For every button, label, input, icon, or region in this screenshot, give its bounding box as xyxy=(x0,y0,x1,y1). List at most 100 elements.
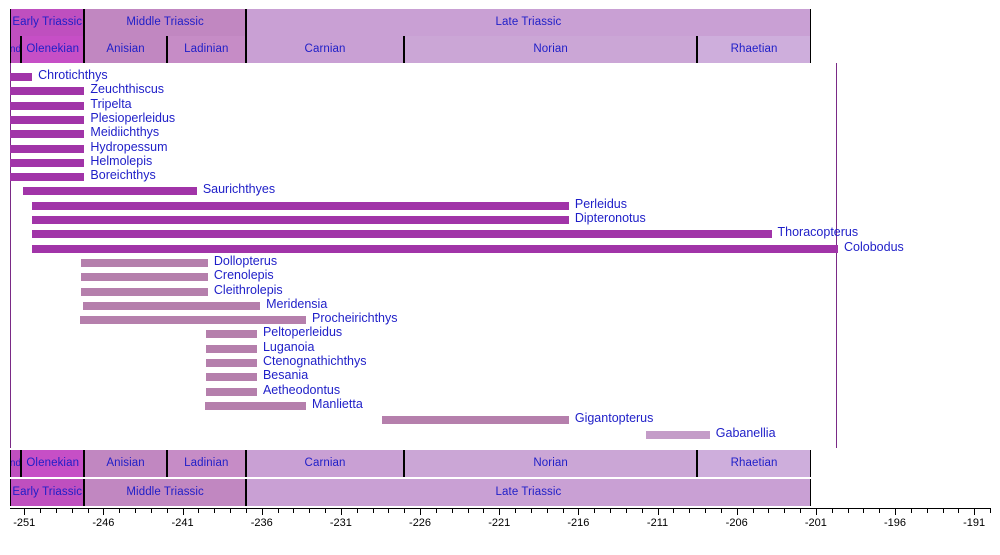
epoch-cell-middletriassic[interactable]: Middle Triassic xyxy=(84,479,246,506)
axis-tick-major xyxy=(340,508,342,515)
range-bar[interactable] xyxy=(206,387,257,396)
taxon-label: Manlietta xyxy=(312,396,363,411)
stage-cell-carnian[interactable]: Carnian xyxy=(245,36,405,63)
range-row[interactable]: Gabanellia xyxy=(0,426,1000,442)
range-bar[interactable] xyxy=(32,244,838,253)
axis-tick-minor xyxy=(150,508,152,513)
taxon-label: Gigantopterus xyxy=(574,411,654,426)
axis-tick-label: -246 xyxy=(92,517,115,529)
epoch-cell-earlytriassic[interactable]: Early Triassic xyxy=(10,479,85,506)
range-row[interactable]: Aetheodontus xyxy=(0,383,1000,399)
epoch-cell-earlytriassic[interactable]: Early Triassic xyxy=(10,9,85,36)
range-row[interactable]: Procheirichthys xyxy=(0,311,1000,327)
axis-tick-label: -221 xyxy=(488,517,511,529)
stage-cell-carnian[interactable]: Carnian xyxy=(245,450,405,477)
taxon-label: Helmolepis xyxy=(90,153,153,168)
range-row[interactable]: Peltoperleidus xyxy=(0,325,1000,341)
axis-tick-minor xyxy=(800,508,802,513)
axis-tick-major xyxy=(578,508,580,515)
axis-tick-minor xyxy=(245,508,247,513)
stage-cell-rhaetian[interactable]: Rhaetian xyxy=(697,450,812,477)
stage-cell-ladinian[interactable]: Ladinian xyxy=(166,36,246,63)
range-bar[interactable] xyxy=(646,430,710,439)
range-row[interactable]: Tripelta xyxy=(0,96,1000,113)
epoch-cell-latetriassic[interactable]: Late Triassic xyxy=(245,9,812,36)
range-bar[interactable] xyxy=(32,201,569,210)
epoch-cell-middletriassic[interactable]: Middle Triassic xyxy=(84,9,246,36)
range-bar[interactable] xyxy=(206,373,257,382)
stage-cell-anisian[interactable]: Anisian xyxy=(84,450,167,477)
range-bar[interactable] xyxy=(32,216,569,224)
range-bar[interactable] xyxy=(10,115,85,124)
axis-tick-major xyxy=(261,508,263,515)
taxon-label: Tripelta xyxy=(90,96,132,111)
taxon-label: Saurichthyes xyxy=(202,182,276,197)
stage-cell-rhaetian[interactable]: Rhaetian xyxy=(697,36,812,63)
range-row[interactable]: Besania xyxy=(0,368,1000,384)
range-bar[interactable] xyxy=(10,87,85,96)
range-row[interactable]: Dipteronotus xyxy=(0,211,1000,227)
stage-cell-ladinian[interactable]: Ladinian xyxy=(166,450,246,477)
range-row[interactable]: Meridensia xyxy=(0,297,1000,313)
range-row[interactable]: Dollopterus xyxy=(0,254,1000,270)
range-row[interactable]: Cleithrolepis xyxy=(0,283,1000,299)
range-row[interactable]: Thoracopterus xyxy=(0,225,1000,241)
range-bar[interactable] xyxy=(10,130,85,139)
range-row[interactable]: Chrotichthys xyxy=(0,68,1000,84)
stage-cell-olenekian[interactable]: Olenekian xyxy=(21,36,85,63)
range-row[interactable]: Saurichthyes xyxy=(0,182,1000,198)
stage-cell-olenekian[interactable]: Olenekian xyxy=(21,450,85,477)
range-row[interactable]: Meidiichthys xyxy=(0,125,1000,141)
epoch-cell-label: Early Triassic xyxy=(12,485,83,498)
range-bar[interactable] xyxy=(82,301,261,310)
range-bar[interactable] xyxy=(206,359,257,367)
stage-cell-label: Carnian xyxy=(304,456,346,469)
range-row[interactable]: Colobodus xyxy=(0,240,1000,256)
range-bar[interactable] xyxy=(10,173,85,182)
range-row[interactable]: Helmolepis xyxy=(0,153,1000,170)
axis-tick-label: -216 xyxy=(567,517,590,529)
range-bar[interactable] xyxy=(10,158,85,167)
stage-cell-norian[interactable]: Norian xyxy=(404,450,698,477)
range-bar[interactable] xyxy=(206,330,257,339)
range-row[interactable]: Crenolepis xyxy=(0,268,1000,284)
range-row[interactable]: Hydropessum xyxy=(0,140,1000,156)
range-row[interactable]: Plesioperleidus xyxy=(0,110,1000,127)
stage-cell-anisian[interactable]: Anisian xyxy=(84,36,167,63)
axis-tick-minor xyxy=(958,508,960,513)
range-bar[interactable] xyxy=(81,287,208,296)
axis-tick-minor xyxy=(309,508,311,513)
epoch-cell-latetriassic[interactable]: Late Triassic xyxy=(245,479,812,506)
range-bar[interactable] xyxy=(81,273,208,282)
taxon-label: Ctenognathichthys xyxy=(262,354,367,368)
axis-tick-major xyxy=(420,508,422,515)
range-bar[interactable] xyxy=(10,101,85,110)
stage-cell-ind[interactable]: Ind. xyxy=(10,36,22,63)
range-bar[interactable] xyxy=(204,401,307,410)
stage-cell-norian[interactable]: Norian xyxy=(404,36,698,63)
range-row[interactable]: Manlietta xyxy=(0,396,1000,413)
range-row[interactable]: Zeuchthiscus xyxy=(0,82,1000,98)
stage-cell-label: Ind. xyxy=(10,43,22,55)
axis-tick-minor xyxy=(625,508,627,513)
stage-cell-ind[interactable]: Ind. xyxy=(10,450,22,477)
range-bar[interactable] xyxy=(32,230,772,239)
range-bar[interactable] xyxy=(10,73,33,81)
taxon-label: Plesioperleidus xyxy=(90,110,176,125)
range-row[interactable]: Boreichthys xyxy=(0,168,1000,184)
range-bar[interactable] xyxy=(206,344,257,353)
range-bar[interactable] xyxy=(10,144,85,153)
range-row[interactable]: Ctenognathichthys xyxy=(0,354,1000,370)
taxon-label: Peltoperleidus xyxy=(262,325,343,340)
range-bar[interactable] xyxy=(79,316,307,325)
range-row[interactable]: Luganoia xyxy=(0,340,1000,356)
range-row[interactable]: Gigantopterus xyxy=(0,411,1000,427)
range-row[interactable]: Perleidus xyxy=(0,197,1000,213)
range-bar[interactable] xyxy=(81,258,208,267)
axis-tick-minor xyxy=(784,508,786,513)
range-bar[interactable] xyxy=(382,416,569,425)
range-bar[interactable] xyxy=(22,187,197,196)
axis-tick-minor xyxy=(372,508,374,513)
axis-tick-minor xyxy=(610,508,612,513)
